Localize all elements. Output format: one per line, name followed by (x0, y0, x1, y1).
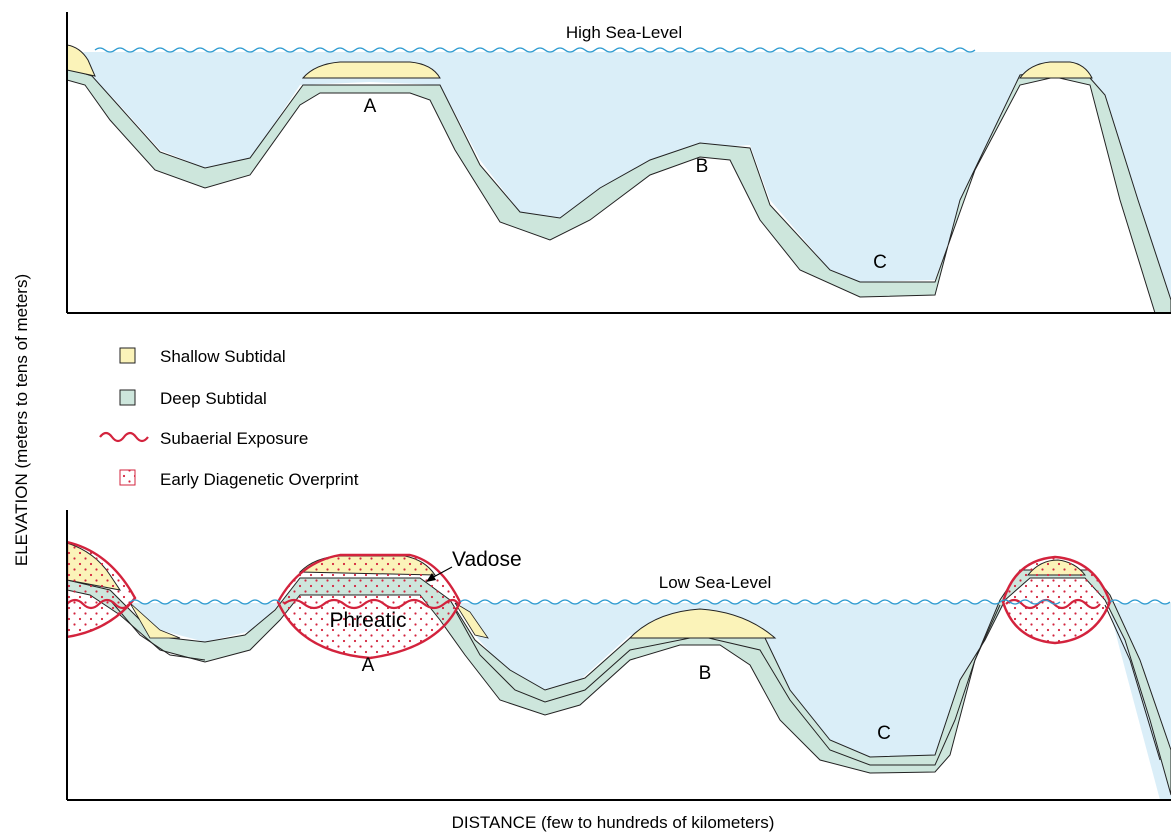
low-sea-level-label: Low Sea-Level (659, 573, 771, 592)
high-sea-wave (94, 47, 976, 53)
shallow-subtidal-swatch (119, 347, 136, 364)
low-sea-wave (129, 599, 1171, 605)
exposure-line-left (67, 598, 130, 610)
phreatic-label: Phreatic (329, 609, 406, 632)
shallow-cap-a (301, 61, 441, 79)
legend-label-diagenetic: Early Diagenetic Overprint (160, 470, 359, 489)
legend-label-deep: Deep Subtidal (160, 389, 267, 408)
shallow-flank-mid-low (454, 602, 489, 639)
bottom-panel (67, 540, 1171, 800)
y-axis-title: ELEVATION (meters to tens of meters) (12, 274, 31, 566)
shallow-cap-b-low (628, 608, 777, 639)
diagenetic-lens-a (276, 553, 462, 660)
low-sea-water (130, 603, 1171, 800)
high-sea-water (67, 52, 1171, 313)
top-site-a-label: A (364, 96, 377, 117)
legend: Shallow Subtidal Deep Subtidal Subaerial… (99, 347, 359, 489)
vadose-label: Vadose (452, 548, 522, 571)
legend-label-exposure: Subaerial Exposure (160, 429, 308, 448)
legend-label-shallow: Shallow Subtidal (160, 347, 286, 366)
high-sea-level-label: High Sea-Level (566, 23, 682, 42)
top-panel (67, 44, 1171, 313)
bottom-site-c-label: C (877, 723, 891, 744)
shallow-cap-right (1019, 61, 1093, 79)
bottom-site-a-label: A (362, 655, 375, 676)
exposure-line-a (283, 598, 459, 610)
vadose-arrowhead (426, 573, 436, 582)
lower-stratum-line (109, 599, 1161, 766)
top-site-c-label: C (873, 252, 887, 273)
diagenetic-lens-left (67, 540, 137, 639)
deep-subtidal-band (67, 67, 1171, 313)
subaerial-exposure-icon (99, 431, 149, 443)
x-axis-title: DISTANCE (few to hundreds of kilometers) (452, 813, 775, 832)
diagenetic-lens-right (1001, 555, 1112, 645)
deep-subtidal-swatch (119, 389, 136, 406)
shallow-flank-left-low (129, 602, 181, 639)
bottom-site-b-label: B (699, 663, 712, 684)
shallow-cap-left (67, 44, 96, 77)
top-site-b-label: B (696, 156, 709, 177)
